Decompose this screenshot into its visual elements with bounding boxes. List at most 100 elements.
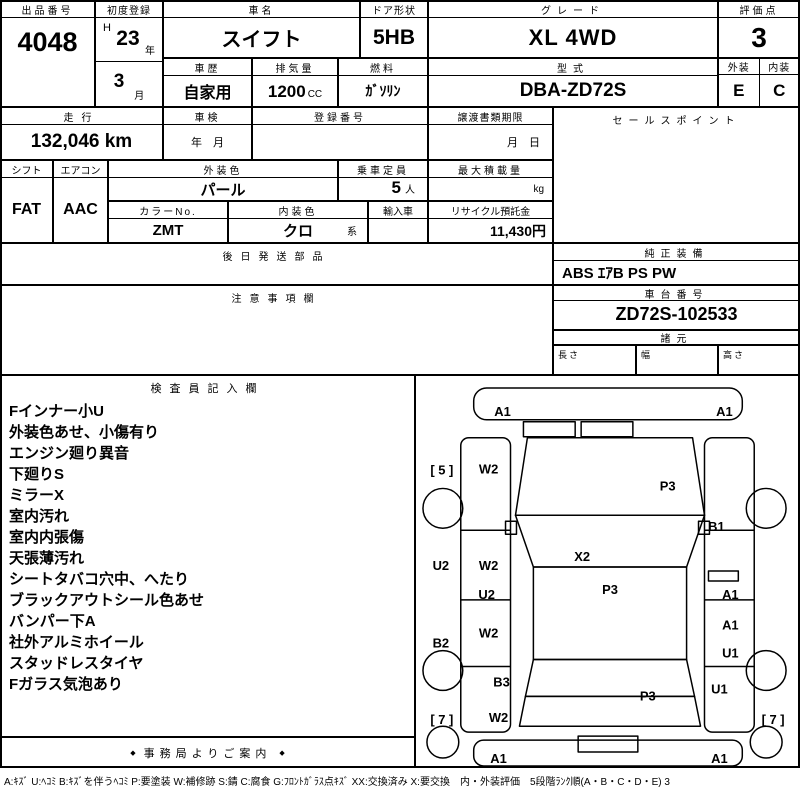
color-number-label: カラーNo. <box>109 202 227 219</box>
interior-label: 内装 <box>759 59 799 75</box>
displacement-number: 1200 <box>267 82 306 101</box>
inspection-cell: 車検 年 月 <box>163 107 252 160</box>
aircon-value: AAC <box>63 201 98 218</box>
spec-width-label: 幅 <box>641 350 653 360</box>
inspector-note: バンパー下A <box>9 613 96 630</box>
sales-point-label: セールスポイント <box>554 108 799 127</box>
genuine-equipment-value: ABS ｴｱB PS PW <box>562 265 677 282</box>
damage-marker: P3 <box>602 582 618 597</box>
mileage-label: 走行 <box>1 108 162 125</box>
spec-length-label: 長さ <box>558 350 581 360</box>
inspector-note: シートタバコ穴中、へたり <box>9 571 190 588</box>
chassis-number-cell: 車台番号 ZD72S-102533 <box>553 285 800 330</box>
inspector-note: 社外アルミホイール <box>9 634 144 651</box>
car-history-cell: 車歴 自家用 <box>163 58 252 107</box>
grade-cell: グレード XL 4WD <box>428 0 718 58</box>
caution-notes-cell: 注意事項欄 <box>0 285 553 375</box>
color-number-cell: カラーNo. ZMT <box>108 201 228 243</box>
car-name-value: スイフト <box>221 29 302 51</box>
max-load-unit: kg <box>533 183 544 195</box>
max-load-cell: 最大積載量 kg <box>428 160 553 201</box>
registration-number-cell: 登録番号 <box>252 107 428 160</box>
damage-marker: A1 <box>494 404 511 419</box>
max-load-label: 最大積載量 <box>429 161 552 178</box>
capacity-number: 5 <box>391 178 401 197</box>
model-code-value: DBA-ZD72S <box>519 80 627 101</box>
spec-height-label: 高さ <box>723 350 746 360</box>
fuel-cell: 燃料 ｶﾞｿﾘﾝ <box>338 58 428 107</box>
aircon-cell: エアコン AAC <box>53 160 108 243</box>
exterior-label: 外装 <box>719 59 759 75</box>
damage-marker: P3 <box>660 478 676 493</box>
import-car-value <box>369 219 427 242</box>
interior-color-name: クロ <box>282 223 313 240</box>
legend-text: A:ｷｽﾞ U:ﾍｺﾐ B:ｷｽﾞを伴うﾍｺﾐ P:要塗装 W:補修跡 S:錆 … <box>4 777 670 788</box>
inspector-note: 外装色あせ、小傷有り <box>9 424 160 441</box>
genuine-equipment-cell: 純正装備 ABS ｴｱB PS PW <box>553 243 800 285</box>
inspector-note: エンジン廻り異音 <box>9 445 130 462</box>
grade-value: XL 4WD <box>528 24 618 50</box>
first-registration-month-row: 3 月 <box>96 62 162 106</box>
interior-grade-value: C <box>773 80 786 100</box>
month-unit: 月 <box>134 91 145 102</box>
spec-width-cell: 幅 <box>636 345 718 375</box>
registration-number-label: 登録番号 <box>253 108 427 125</box>
displacement-label: 排気量 <box>253 59 337 76</box>
shift-label: シフト <box>1 161 52 178</box>
inspection-value: 年 月 <box>191 137 224 149</box>
car-history-value: 自家用 <box>183 85 232 102</box>
first-registration-year: 23 <box>116 27 140 50</box>
inspector-note: 天張薄汚れ <box>9 550 85 567</box>
interior-color-cell: 内装色 クロ 系 <box>228 201 368 243</box>
exterior-grade-value: E <box>733 80 745 100</box>
exterior-color-cell: 外装色 パール <box>108 160 338 201</box>
damage-marker: [ 7 ] <box>762 712 785 727</box>
first-registration-cell: 初度登録 H 23 年 3 月 <box>95 0 163 107</box>
car-name-label: 車名 <box>164 1 359 18</box>
office-info-cell: ◆ 事務局よりご案内 ◆ <box>0 737 415 768</box>
damage-marker: W2 <box>489 710 508 725</box>
max-load-value: kg <box>429 178 552 200</box>
damage-marker: A1 <box>722 587 739 602</box>
damage-marker: A1 <box>716 404 733 419</box>
model-code-cell: 型式 DBA-ZD72S <box>428 58 718 107</box>
inspector-note: スタッドレスタイヤ <box>9 655 144 672</box>
damage-marker: [ 5 ] <box>430 463 453 478</box>
damage-marker: U2 <box>478 587 495 602</box>
spec-height-cell: 高さ <box>718 345 800 375</box>
specs-header-cell: 諸元 <box>553 330 800 345</box>
damage-marker: W2 <box>479 626 498 641</box>
capacity-label: 乗車定員 <box>339 161 427 178</box>
later-shipped-parts-label: 後日発送部品 <box>1 244 552 263</box>
aircon-label: エアコン <box>54 161 107 178</box>
damage-marker: W2 <box>479 558 498 573</box>
later-shipped-parts-cell: 後日発送部品 <box>0 243 553 285</box>
door-shape-value: 5HB <box>372 25 415 49</box>
model-code-label: 型式 <box>429 59 717 76</box>
inspector-note: 室内汚れ <box>9 508 70 525</box>
score-label: 評価点 <box>719 1 799 18</box>
era-letter: H <box>103 22 111 34</box>
car-history-label: 車歴 <box>164 59 251 76</box>
displacement-value: 1200 CC <box>253 76 337 106</box>
transfer-deadline-cell: 譲渡書類期限 月 日 <box>428 107 553 160</box>
inspector-note: 下廻りS <box>9 466 65 483</box>
spec-length-cell: 長さ <box>553 345 636 375</box>
lot-number-value: 4048 <box>17 26 78 57</box>
grade-label: グレード <box>429 1 717 18</box>
interior-color-value: クロ 系 <box>229 219 367 242</box>
office-info-label: 事務局よりご案内 <box>143 747 272 760</box>
office-deco-left-icon: ◆ <box>130 749 136 757</box>
inspector-note: Fインナー小U <box>9 403 104 420</box>
sales-point-cell: セールスポイント <box>553 107 800 243</box>
inspector-note: ブラックアウトシール色あせ <box>9 592 205 609</box>
year-unit: 年 <box>145 46 155 57</box>
damage-marker: W2 <box>479 462 498 477</box>
mileage-cell: 走行 132,046 km <box>0 107 163 160</box>
displacement-cell: 排気量 1200 CC <box>252 58 338 107</box>
recycle-deposit-label: リサイクル預託金 <box>429 202 552 219</box>
mileage-value: 132,046 km <box>30 131 133 152</box>
